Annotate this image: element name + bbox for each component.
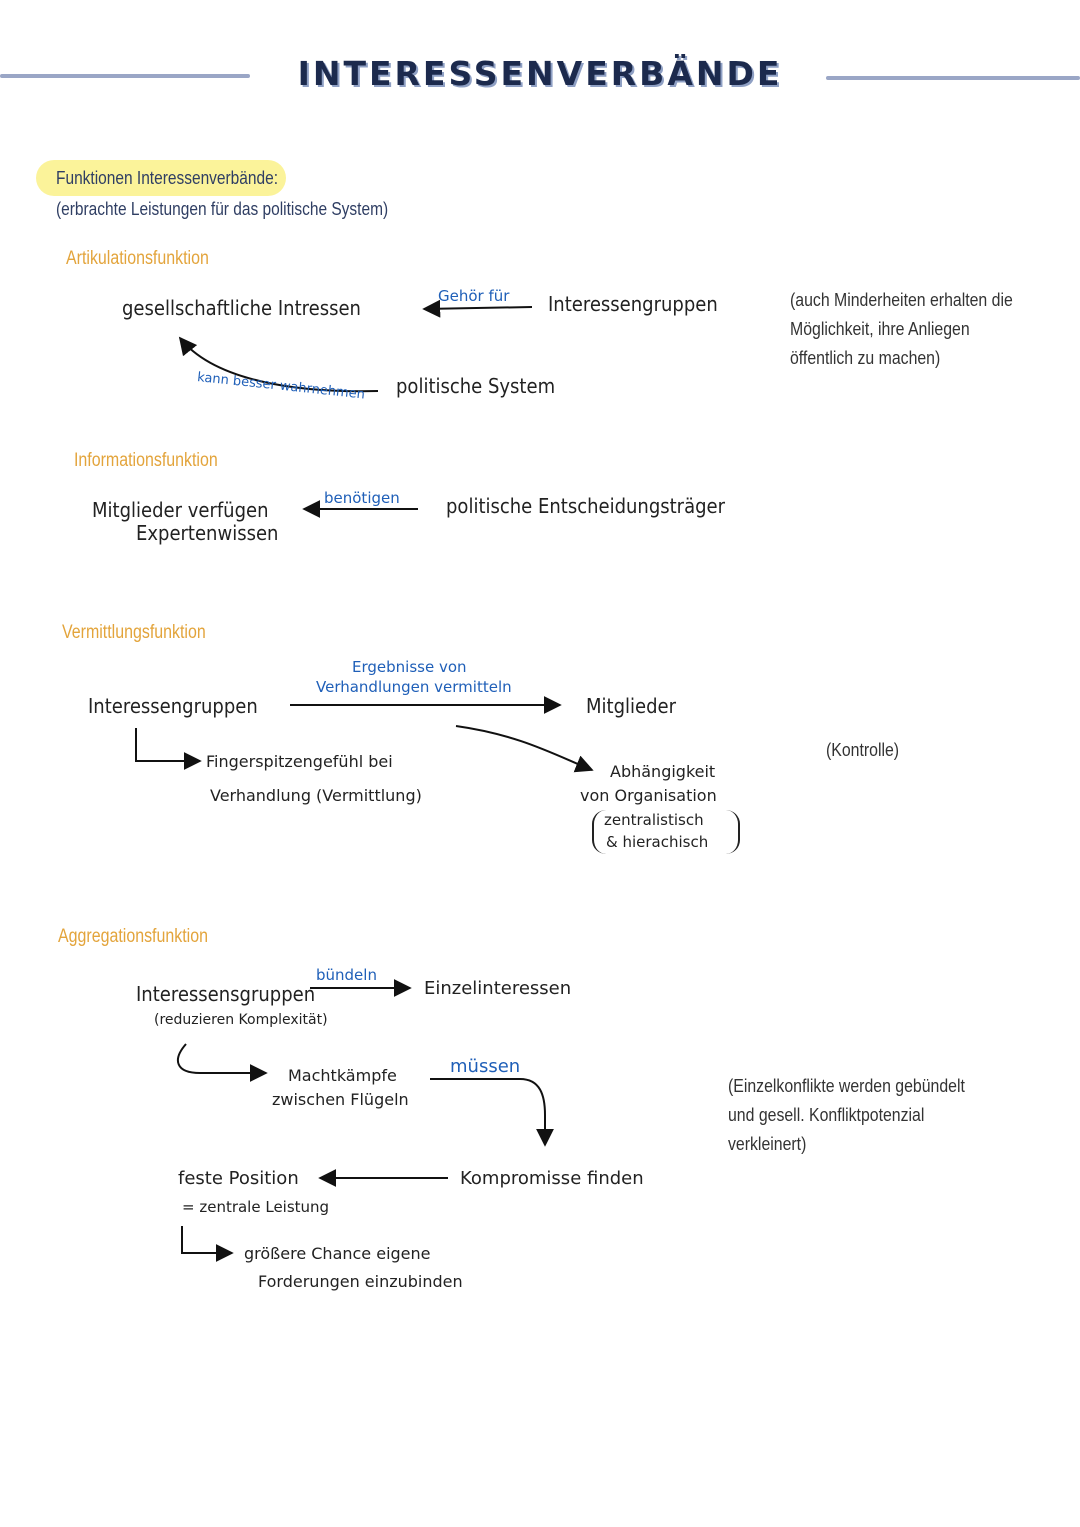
intro-heading: Funktionen Interessenverbände: xyxy=(56,168,279,188)
node-feste-position: feste Position xyxy=(178,1168,299,1189)
node-fingerspitzengefuehl: Fingerspitzengefühl bei xyxy=(206,752,393,771)
node-gesellschaftliche-intressen: gesellschaftliche Intressen xyxy=(122,296,361,320)
node-expertenwissen: Expertenwissen xyxy=(136,521,279,545)
label-benoetigen: benötigen xyxy=(324,489,400,507)
heading-highlight xyxy=(36,160,286,196)
node-groessere-chance: größere Chance eigene xyxy=(244,1244,431,1263)
node-interessengruppen-vermittlung: Interessengruppen xyxy=(88,694,258,718)
arrow-muessen xyxy=(430,1078,554,1147)
label-buendeln: bündeln xyxy=(316,966,377,984)
node-machtkaempfe: Machtkämpfe xyxy=(288,1066,397,1085)
arrow-machtkaempfe xyxy=(176,1043,268,1082)
node-politische-entscheidungstraeger: politische Entscheidungsträger xyxy=(446,494,726,518)
section-label-vermittlung: Vermittlungsfunktion xyxy=(62,622,206,643)
arrow-abhaengigkeit xyxy=(455,725,594,773)
node-interessengruppen: Interessengruppen xyxy=(548,292,718,316)
note-aggregation: (Einzelkonflikte werden gebündelt und ge… xyxy=(728,1076,965,1154)
arrow-chance xyxy=(181,1226,234,1262)
arrow-wahrnehmen xyxy=(178,336,379,393)
node-einzelinteressen: Einzelinteressen xyxy=(424,978,572,999)
label-verhandlungen-vermitteln: Verhandlungen vermitteln xyxy=(316,678,512,696)
node-mitglieder: Mitglieder xyxy=(586,694,676,718)
section-label-information: Informationsfunktion xyxy=(74,450,218,471)
note-artikulation: (auch Minderheiten erhalten die Möglichk… xyxy=(790,290,1013,368)
node-zwischen-fluegeln: zwischen Flügeln xyxy=(272,1090,409,1109)
node-von-organisation: von Organisation xyxy=(580,786,717,805)
node-zentralistisch: zentralistisch xyxy=(604,811,704,829)
node-kompromisse-finden: Kompromisse finden xyxy=(460,1168,644,1189)
node-forderungen-einzubinden: Forderungen einzubinden xyxy=(258,1272,463,1291)
title-rule-right xyxy=(826,76,1080,80)
node-zentrale-leistung: = zentrale Leistung xyxy=(182,1198,330,1216)
note-kontrolle: (Kontrolle) xyxy=(826,740,900,760)
node-abhaengigkeit: Abhängigkeit xyxy=(610,762,716,781)
page-title: INTERESSENVERBÄNDE xyxy=(297,54,783,93)
title-rule-left xyxy=(0,74,250,78)
section-label-aggregation: Aggregationsfunktion xyxy=(58,926,208,947)
section-label-artikulation: Artikulationsfunktion xyxy=(66,248,209,269)
intro-subheading: (erbrachte Leistungen für das politische… xyxy=(56,199,389,219)
node-mitglieder-verfuegen: Mitglieder verfügen xyxy=(92,498,269,522)
node-hierachisch: & hierachisch xyxy=(606,833,709,851)
arrow-fingerspitzengefuehl xyxy=(135,728,202,770)
label-ergebnisse-von: Ergebnisse von xyxy=(352,658,467,676)
label-gehoer-fuer: Gehör für xyxy=(438,287,510,305)
node-verhandlung-vermittlung: Verhandlung (Vermittlung) xyxy=(210,786,422,805)
node-politische-system: politische System xyxy=(396,374,556,398)
node-interessensgruppen: Interessensgruppen xyxy=(136,982,316,1006)
note-reduzieren-komplexitaet: (reduzieren Komplexität) xyxy=(154,1012,328,1028)
label-muessen: müssen xyxy=(450,1056,521,1077)
bracket-group xyxy=(592,810,740,854)
arrow-gehoer xyxy=(422,299,533,318)
